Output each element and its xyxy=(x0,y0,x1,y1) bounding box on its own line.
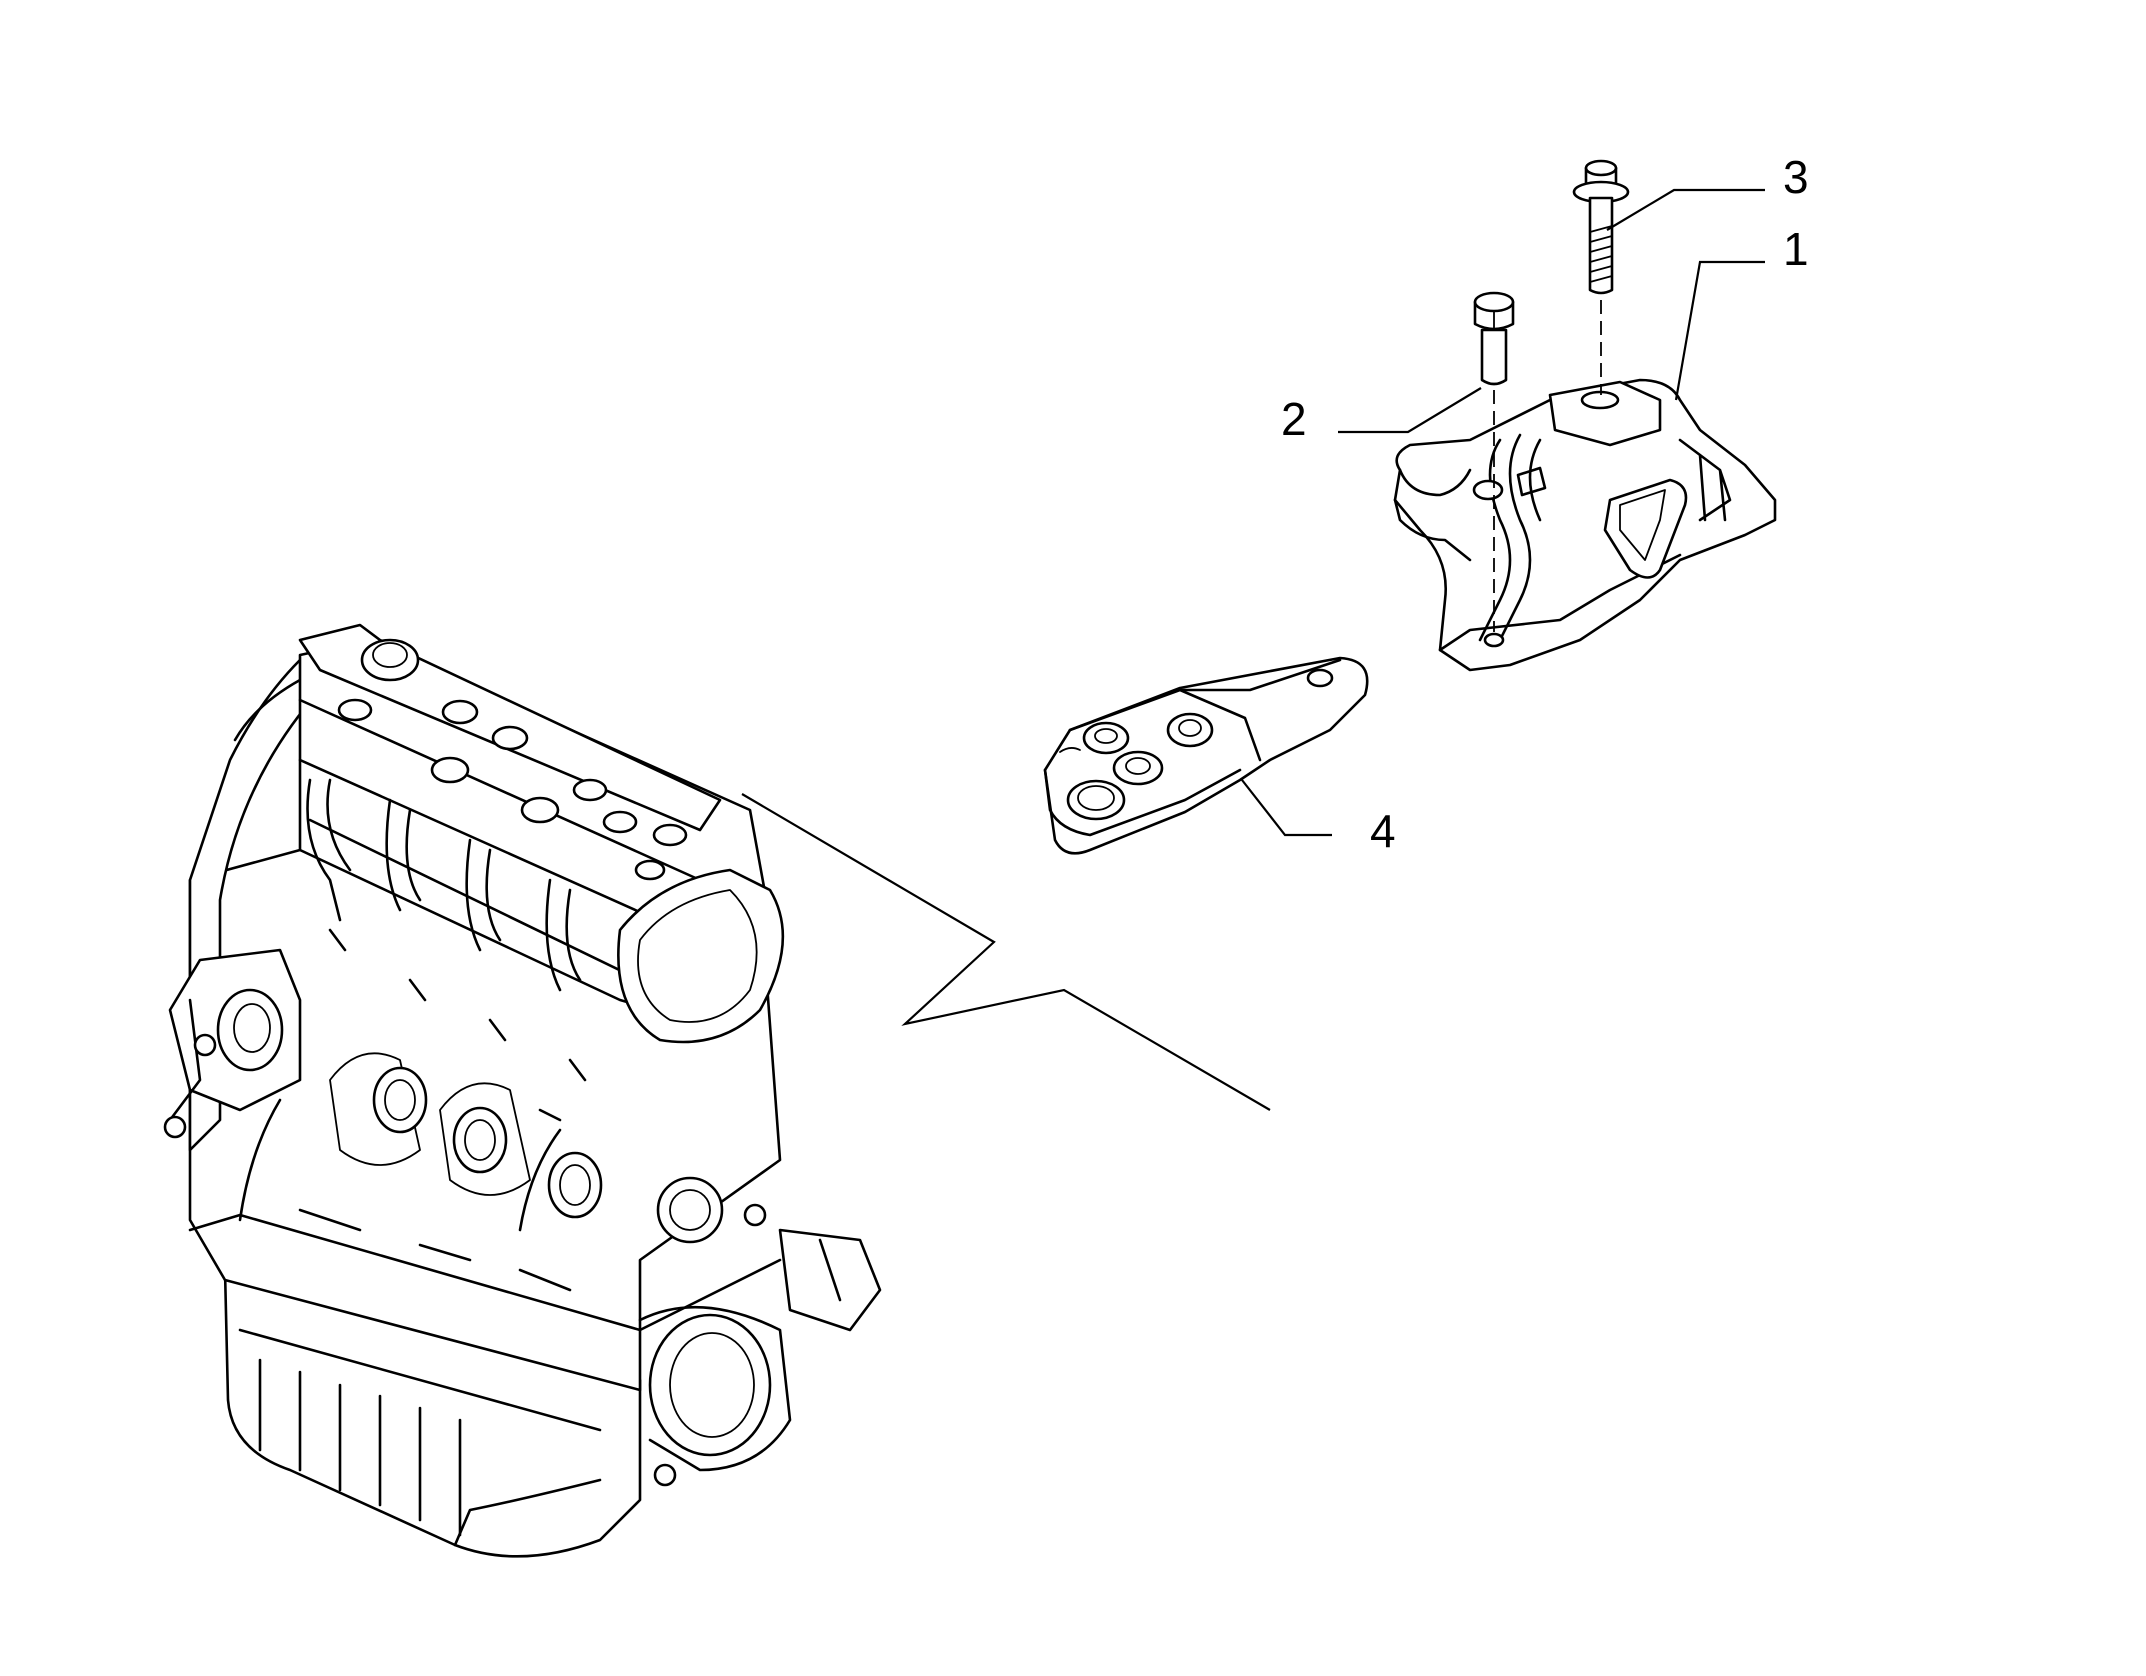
callout-2-leader xyxy=(1338,387,1482,434)
callout-4-leader xyxy=(1241,779,1332,837)
callout-2-label: 2 xyxy=(1281,393,1307,445)
part-4-mounting-bracket xyxy=(1043,656,1369,855)
callout-1-label: 1 xyxy=(1783,223,1809,275)
callout-4-label: 4 xyxy=(1370,805,1396,857)
part-3-flange-bolt xyxy=(1572,159,1630,295)
part-1-engine-mount xyxy=(1393,378,1777,672)
callout-1-leader xyxy=(1674,260,1765,401)
callout-3-leader xyxy=(1606,188,1765,231)
engine-block-illustration xyxy=(163,623,882,1558)
part-2-hex-bolt xyxy=(1473,291,1515,386)
callout-3-label: 3 xyxy=(1783,151,1809,203)
assembly-reference-leader xyxy=(741,793,1271,1111)
